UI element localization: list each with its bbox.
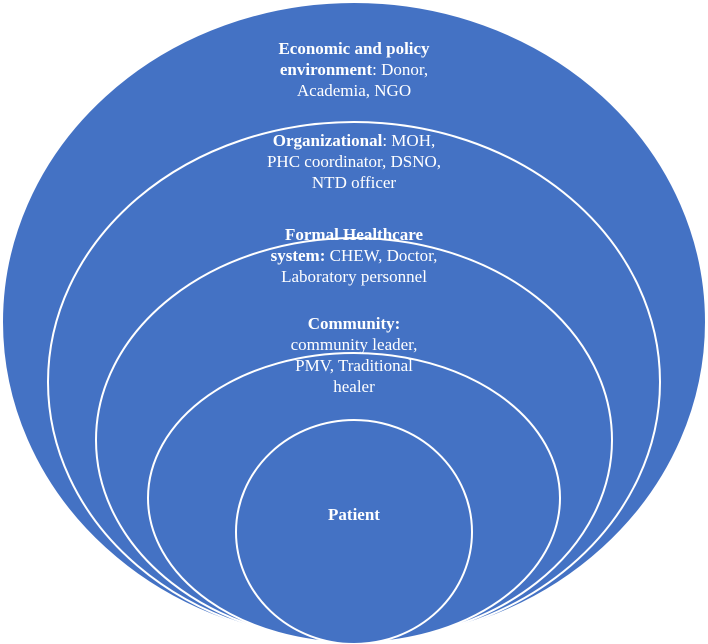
layer-patient-ring [235,419,473,644]
layer-formal-healthcare-text-segment: system: [271,246,326,265]
layer-economic-text-segment: environment [280,60,373,79]
layer-economic-text-segment: Academia, NGO [297,81,411,100]
layer-organizational-text-segment: NTD officer [312,173,397,192]
layer-economic-label-line: Academia, NGO [297,81,411,100]
layer-economic-label-line: environment: Donor, [280,60,428,79]
layer-organizational-label-line: NTD officer [312,173,397,192]
layer-formal-healthcare-label-line: system: CHEW, Doctor, [271,246,438,265]
layer-community-text-segment: healer [333,377,375,396]
layer-organizational-label-line: Organizational: MOH, [273,131,435,150]
layer-organizational-label-line: PHC coordinator, DSNO, [267,152,441,171]
layer-organizational-text-segment: PHC coordinator, DSNO, [267,152,441,171]
layer-economic-label-line: Economic and policy [278,39,430,58]
layer-formal-healthcare-label-line: Laboratory personnel [281,267,427,286]
layer-community-label-line: community leader, [291,335,418,354]
layer-community-text-segment: PMV, Traditional [295,356,413,375]
layer-organizational-text-segment: : MOH, [382,131,435,150]
layer-patient-text-segment: Patient [328,505,380,524]
layer-community-label-line: Community: [308,314,401,333]
layer-community-text-segment: Community: [308,314,401,333]
layer-formal-healthcare-text-segment: Formal Healthcare [285,225,423,244]
layer-patient-label-line: Patient [328,505,380,524]
layer-formal-healthcare-text-segment: Laboratory personnel [281,267,427,286]
labels-group: Economic and policy environment: Donor, Ac… [267,39,441,524]
layer-formal-healthcare-text-segment: CHEW, Doctor, [325,246,437,265]
layer-formal-healthcare-label-line: Formal Healthcare [285,225,423,244]
layer-community-label-line: healer [333,377,375,396]
layer-economic-text-segment: Economic and policy [278,39,430,58]
layer-community-text-segment: community leader, [291,335,418,354]
layer-community-label-line: PMV, Traditional [295,356,413,375]
layer-economic-text-segment: : Donor, [372,60,428,79]
layer-organizational-text-segment: Organizational [273,131,383,150]
